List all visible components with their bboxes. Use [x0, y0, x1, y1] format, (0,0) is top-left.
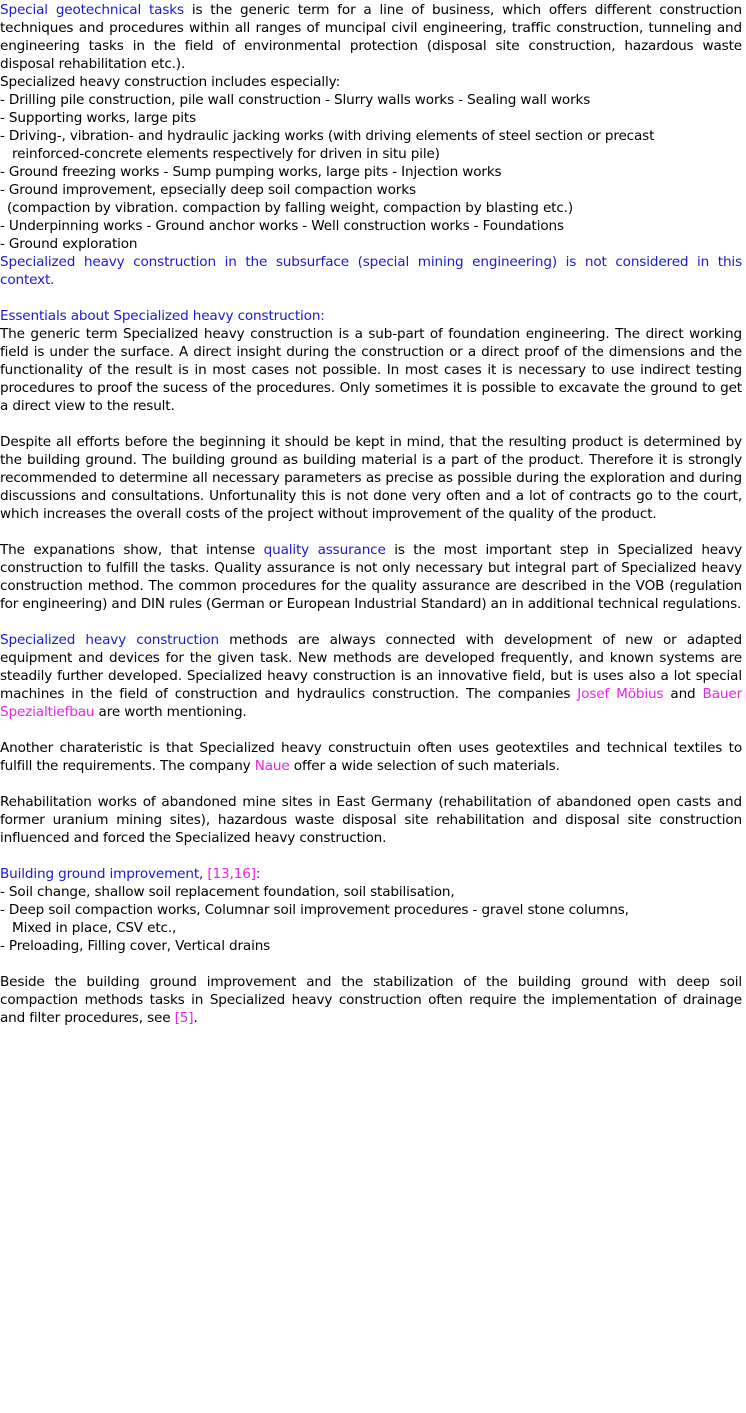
paragraph-text: Another charateristic is that Specialize… — [0, 740, 742, 774]
ground-improvement-heading: Building ground improvement, [13,16]: — [0, 865, 742, 883]
reference-13-16-link[interactable]: [13,16] — [207, 866, 256, 882]
paragraph-text: . — [193, 1010, 198, 1026]
spacer — [0, 775, 742, 793]
list-item: - Driving-, vibration- and hydraulic jac… — [0, 128, 655, 144]
paragraph-text: methods are always connected with develo… — [0, 632, 742, 702]
paragraph-text: Beside the building ground improvement a… — [0, 974, 742, 1026]
special-geotechnical-tasks-link[interactable]: Special geotechnical tasks — [0, 2, 184, 18]
specialized-heavy-construction-link[interactable]: Specialized heavy construction — [0, 632, 219, 648]
includes-list: - Drilling pile construction, pile wall … — [0, 91, 742, 253]
essentials-paragraph-2: Despite all efforts before the beginning… — [0, 434, 742, 522]
paragraph-text: The expanations show, that intense — [0, 542, 264, 558]
list-item: - Soil change, shallow soil replacement … — [0, 884, 455, 900]
intro-text: is the generic term for a line of busine… — [0, 2, 742, 72]
heading-text: Building ground improvement, — [0, 866, 208, 882]
essentials-heading: Essentials about Specialized heavy const… — [0, 308, 325, 324]
list-item: - Drilling pile construction, pile wall … — [0, 92, 591, 108]
list-item: - Supporting works, large pits — [0, 110, 197, 126]
naue-link[interactable]: Naue — [254, 758, 290, 774]
paragraph-text: and — [663, 686, 703, 702]
closing-paragraph: Beside the building ground improvement a… — [0, 973, 742, 1027]
list-item: - Ground improvement, epsecially deep so… — [0, 182, 416, 198]
essentials-paragraph-4: Specialized heavy construction methods a… — [0, 631, 742, 721]
list-item-continued: (compaction by vibration. compaction by … — [7, 200, 573, 216]
ground-improvement-list: - Soil change, shallow soil replacement … — [0, 883, 742, 955]
spacer — [0, 721, 742, 739]
list-item: - Deep soil compaction works, Columnar s… — [0, 902, 629, 918]
essentials-paragraph-6: Rehabilitation works of abandoned mine s… — [0, 794, 742, 846]
spacer — [0, 523, 742, 541]
heading-colon: : — [255, 866, 261, 882]
josef-moebius-link[interactable]: Josef Möbius — [577, 686, 664, 702]
spacer — [0, 289, 742, 307]
quality-assurance-link[interactable]: quality assurance — [263, 542, 386, 558]
essentials-paragraph-5: Another charateristic is that Specialize… — [0, 739, 742, 775]
list-item-continued: reinforced-concrete elements respectivel… — [12, 146, 440, 162]
essentials-paragraph-1: The generic term Specialized heavy const… — [0, 326, 742, 414]
list-item-continued: Mixed in place, CSV etc., — [12, 920, 177, 936]
bauer-spezialtiefbau-link[interactable]: Bauer Spezialtiefbau — [0, 686, 743, 720]
intro-paragraph: Special geotechnical tasks is the generi… — [0, 1, 742, 73]
subsurface-note: Specialized heavy construction in the su… — [0, 254, 742, 288]
list-item: - Ground exploration — [0, 236, 138, 252]
includes-heading: Specialized heavy construction includes … — [0, 74, 340, 90]
reference-5-link[interactable]: [5] — [174, 1010, 194, 1026]
essentials-paragraph-3: The expanations show, that intense quali… — [0, 541, 742, 613]
list-item: - Underpinning works - Ground anchor wor… — [0, 218, 564, 234]
list-item: - Preloading, Filling cover, Vertical dr… — [0, 938, 271, 954]
spacer — [0, 955, 742, 973]
spacer — [0, 847, 742, 865]
list-item: - Ground freezing works - Sump pumping w… — [0, 164, 502, 180]
spacer — [0, 415, 742, 433]
paragraph-text: are worth mentioning. — [94, 704, 247, 720]
spacer — [0, 613, 742, 631]
paragraph-text: is the most important step in Specialize… — [0, 542, 742, 612]
paragraph-text: offer a wide selection of such materials… — [289, 758, 560, 774]
